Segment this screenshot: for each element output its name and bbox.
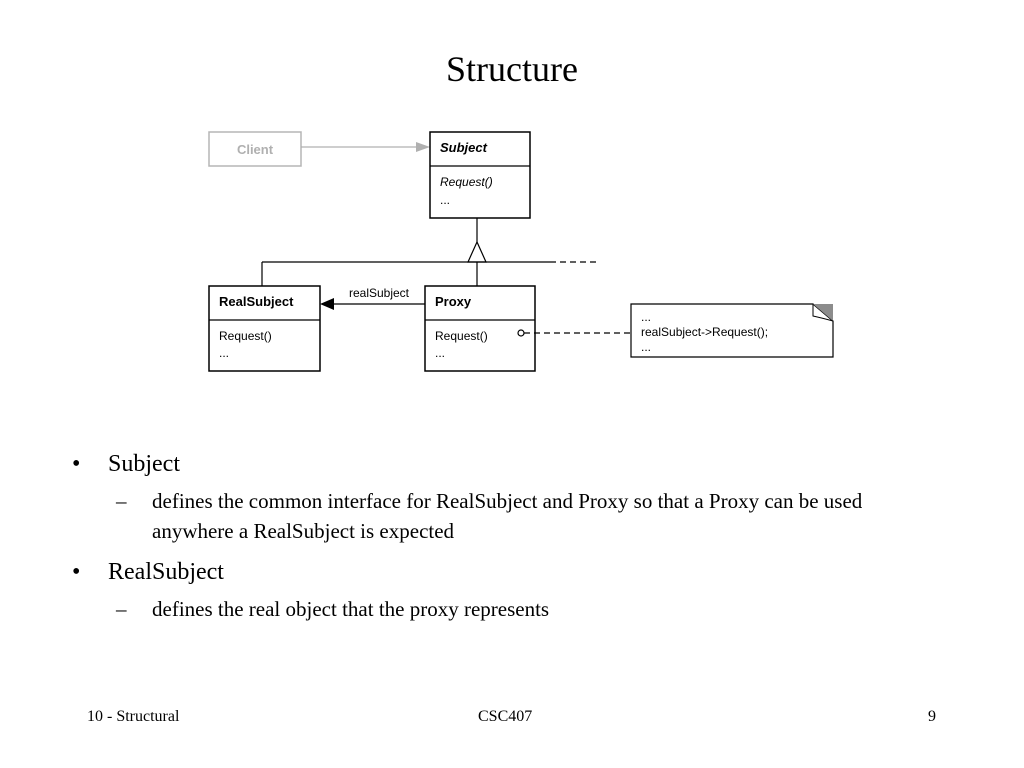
slide-title: Structure (446, 49, 578, 89)
subject-operation: Request() (440, 175, 493, 189)
footer-left: 10 - Structural (87, 708, 180, 725)
bullet-subject: • Subject (70, 446, 970, 482)
note-line-1: ... (641, 310, 651, 324)
note-line-2: realSubject->Request(); (641, 325, 768, 339)
subject-class: Subject Request() ... (429, 131, 531, 219)
realsubject-class: RealSubject Request() ... (208, 285, 321, 372)
implementation-note: ... realSubject->Request(); ... (630, 303, 834, 358)
footer-center: CSC407 (478, 708, 533, 725)
bullet-marker: • (72, 559, 81, 585)
realsubject-ellipsis: ... (219, 346, 229, 360)
footer-page-number: 9 (928, 708, 936, 725)
sub-bullet-marker: – (116, 597, 127, 621)
sub-bullet-realsubject: – defines the real object that the proxy… (70, 594, 942, 624)
subject-ellipsis: ... (440, 193, 450, 207)
note-connector (517, 329, 631, 337)
bullet-realsubject: • RealSubject (70, 554, 970, 590)
bullet-text: Subject (108, 451, 180, 477)
client-subject-arrow (301, 142, 430, 152)
note-line-3: ... (641, 340, 651, 354)
realsubject-name: RealSubject (219, 294, 294, 309)
sub-bullet-text: defines the common interface for RealSub… (152, 489, 863, 543)
bullet-list: • Subject – defines the common interface… (70, 446, 970, 632)
sub-bullet-subject: – defines the common interface for RealS… (70, 486, 942, 546)
bullet-text: RealSubject (108, 559, 224, 585)
realsubject-association: realSubject (320, 286, 425, 310)
subject-name: Subject (440, 140, 488, 155)
generalization-arrow (261, 218, 600, 286)
association-label: realSubject (349, 286, 410, 300)
proxy-class: Proxy Request() ... (424, 285, 536, 372)
proxy-ellipsis: ... (435, 346, 445, 360)
uml-class-diagram: Client Subject Request() ... RealSubject… (208, 131, 834, 372)
client-class: Client (208, 131, 302, 167)
client-label: Client (237, 142, 274, 157)
sub-bullet-text: defines the real object that the proxy r… (152, 597, 550, 621)
realsubject-operation: Request() (219, 329, 272, 343)
bullet-marker: • (72, 451, 81, 477)
proxy-name: Proxy (435, 294, 472, 309)
sub-bullet-marker: – (116, 489, 127, 513)
proxy-operation: Request() (435, 329, 488, 343)
